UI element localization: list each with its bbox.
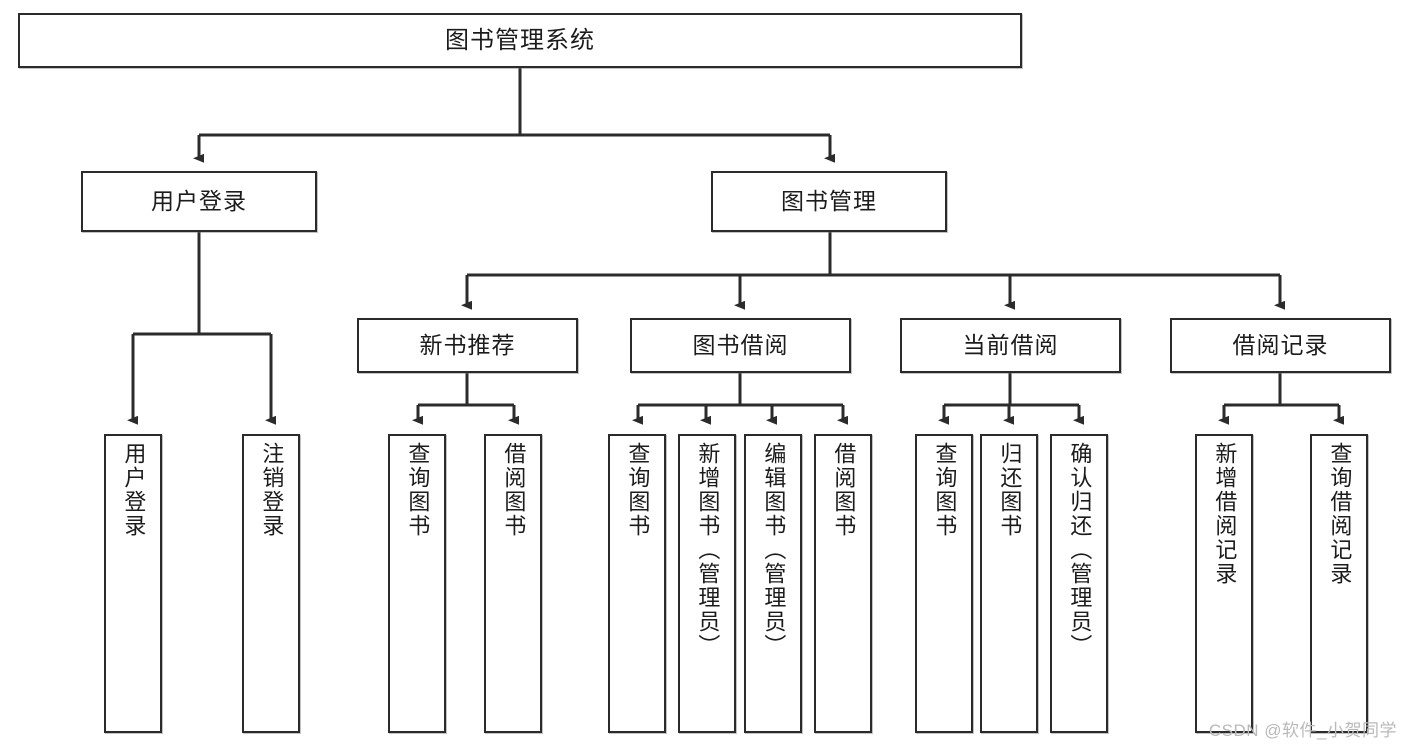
- leaf-borrow-book-recommend[interactable]: 借阅图书: [484, 434, 542, 733]
- leaf-user-login[interactable]: 用户登录: [104, 434, 162, 733]
- node-label: 图书管理: [781, 188, 877, 215]
- node-label: 当前借阅: [962, 332, 1059, 359]
- leaf-edit-book-admin[interactable]: 编辑图书（管理员）: [744, 434, 802, 733]
- node-label: 图书管理系统: [445, 26, 595, 54]
- node-label: 借阅记录: [1232, 332, 1329, 359]
- node-label: 编辑图书（管理员）: [761, 442, 787, 658]
- node-label: 用户登录: [151, 188, 247, 215]
- node-root-system[interactable]: 图书管理系统: [18, 13, 1022, 68]
- leaf-return-book[interactable]: 归还图书: [980, 434, 1038, 733]
- node-label: 用户登录: [121, 442, 147, 538]
- node-current-borrow[interactable]: 当前借阅: [900, 318, 1121, 373]
- leaf-query-borrow-record[interactable]: 查询借阅记录: [1310, 434, 1368, 733]
- node-label: 借阅图书: [501, 442, 527, 538]
- leaf-query-book-borrow[interactable]: 查询图书: [608, 434, 666, 733]
- leaf-borrow-book[interactable]: 借阅图书: [814, 434, 872, 733]
- node-label: 新增图书（管理员）: [695, 442, 721, 658]
- node-borrow-records[interactable]: 借阅记录: [1170, 318, 1391, 373]
- node-book-management[interactable]: 图书管理: [711, 171, 947, 232]
- leaf-confirm-return-admin[interactable]: 确认归还（管理员）: [1050, 434, 1108, 733]
- node-book-borrow[interactable]: 图书借阅: [630, 318, 851, 373]
- leaf-query-book-recommend[interactable]: 查询图书: [388, 434, 446, 733]
- node-label: 查询图书: [625, 442, 651, 538]
- node-user-login[interactable]: 用户登录: [81, 171, 317, 232]
- node-label: 查询借阅记录: [1327, 442, 1353, 586]
- node-label: 借阅图书: [831, 442, 857, 538]
- node-label: 确认归还（管理员）: [1067, 442, 1093, 658]
- node-label: 归还图书: [997, 442, 1023, 538]
- leaf-query-book-current[interactable]: 查询图书: [915, 434, 973, 733]
- leaf-add-book-admin[interactable]: 新增图书（管理员）: [678, 434, 736, 733]
- leaf-user-logout[interactable]: 注销登录: [242, 434, 300, 733]
- node-new-book-recommend[interactable]: 新书推荐: [357, 318, 578, 373]
- node-label: 查询图书: [405, 442, 431, 538]
- node-label: 新书推荐: [419, 332, 516, 359]
- node-label: 查询图书: [932, 442, 958, 538]
- node-label: 注销登录: [259, 442, 285, 538]
- node-label: 图书借阅: [692, 332, 789, 359]
- leaf-add-borrow-record[interactable]: 新增借阅记录: [1195, 434, 1253, 733]
- node-label: 新增借阅记录: [1212, 442, 1238, 586]
